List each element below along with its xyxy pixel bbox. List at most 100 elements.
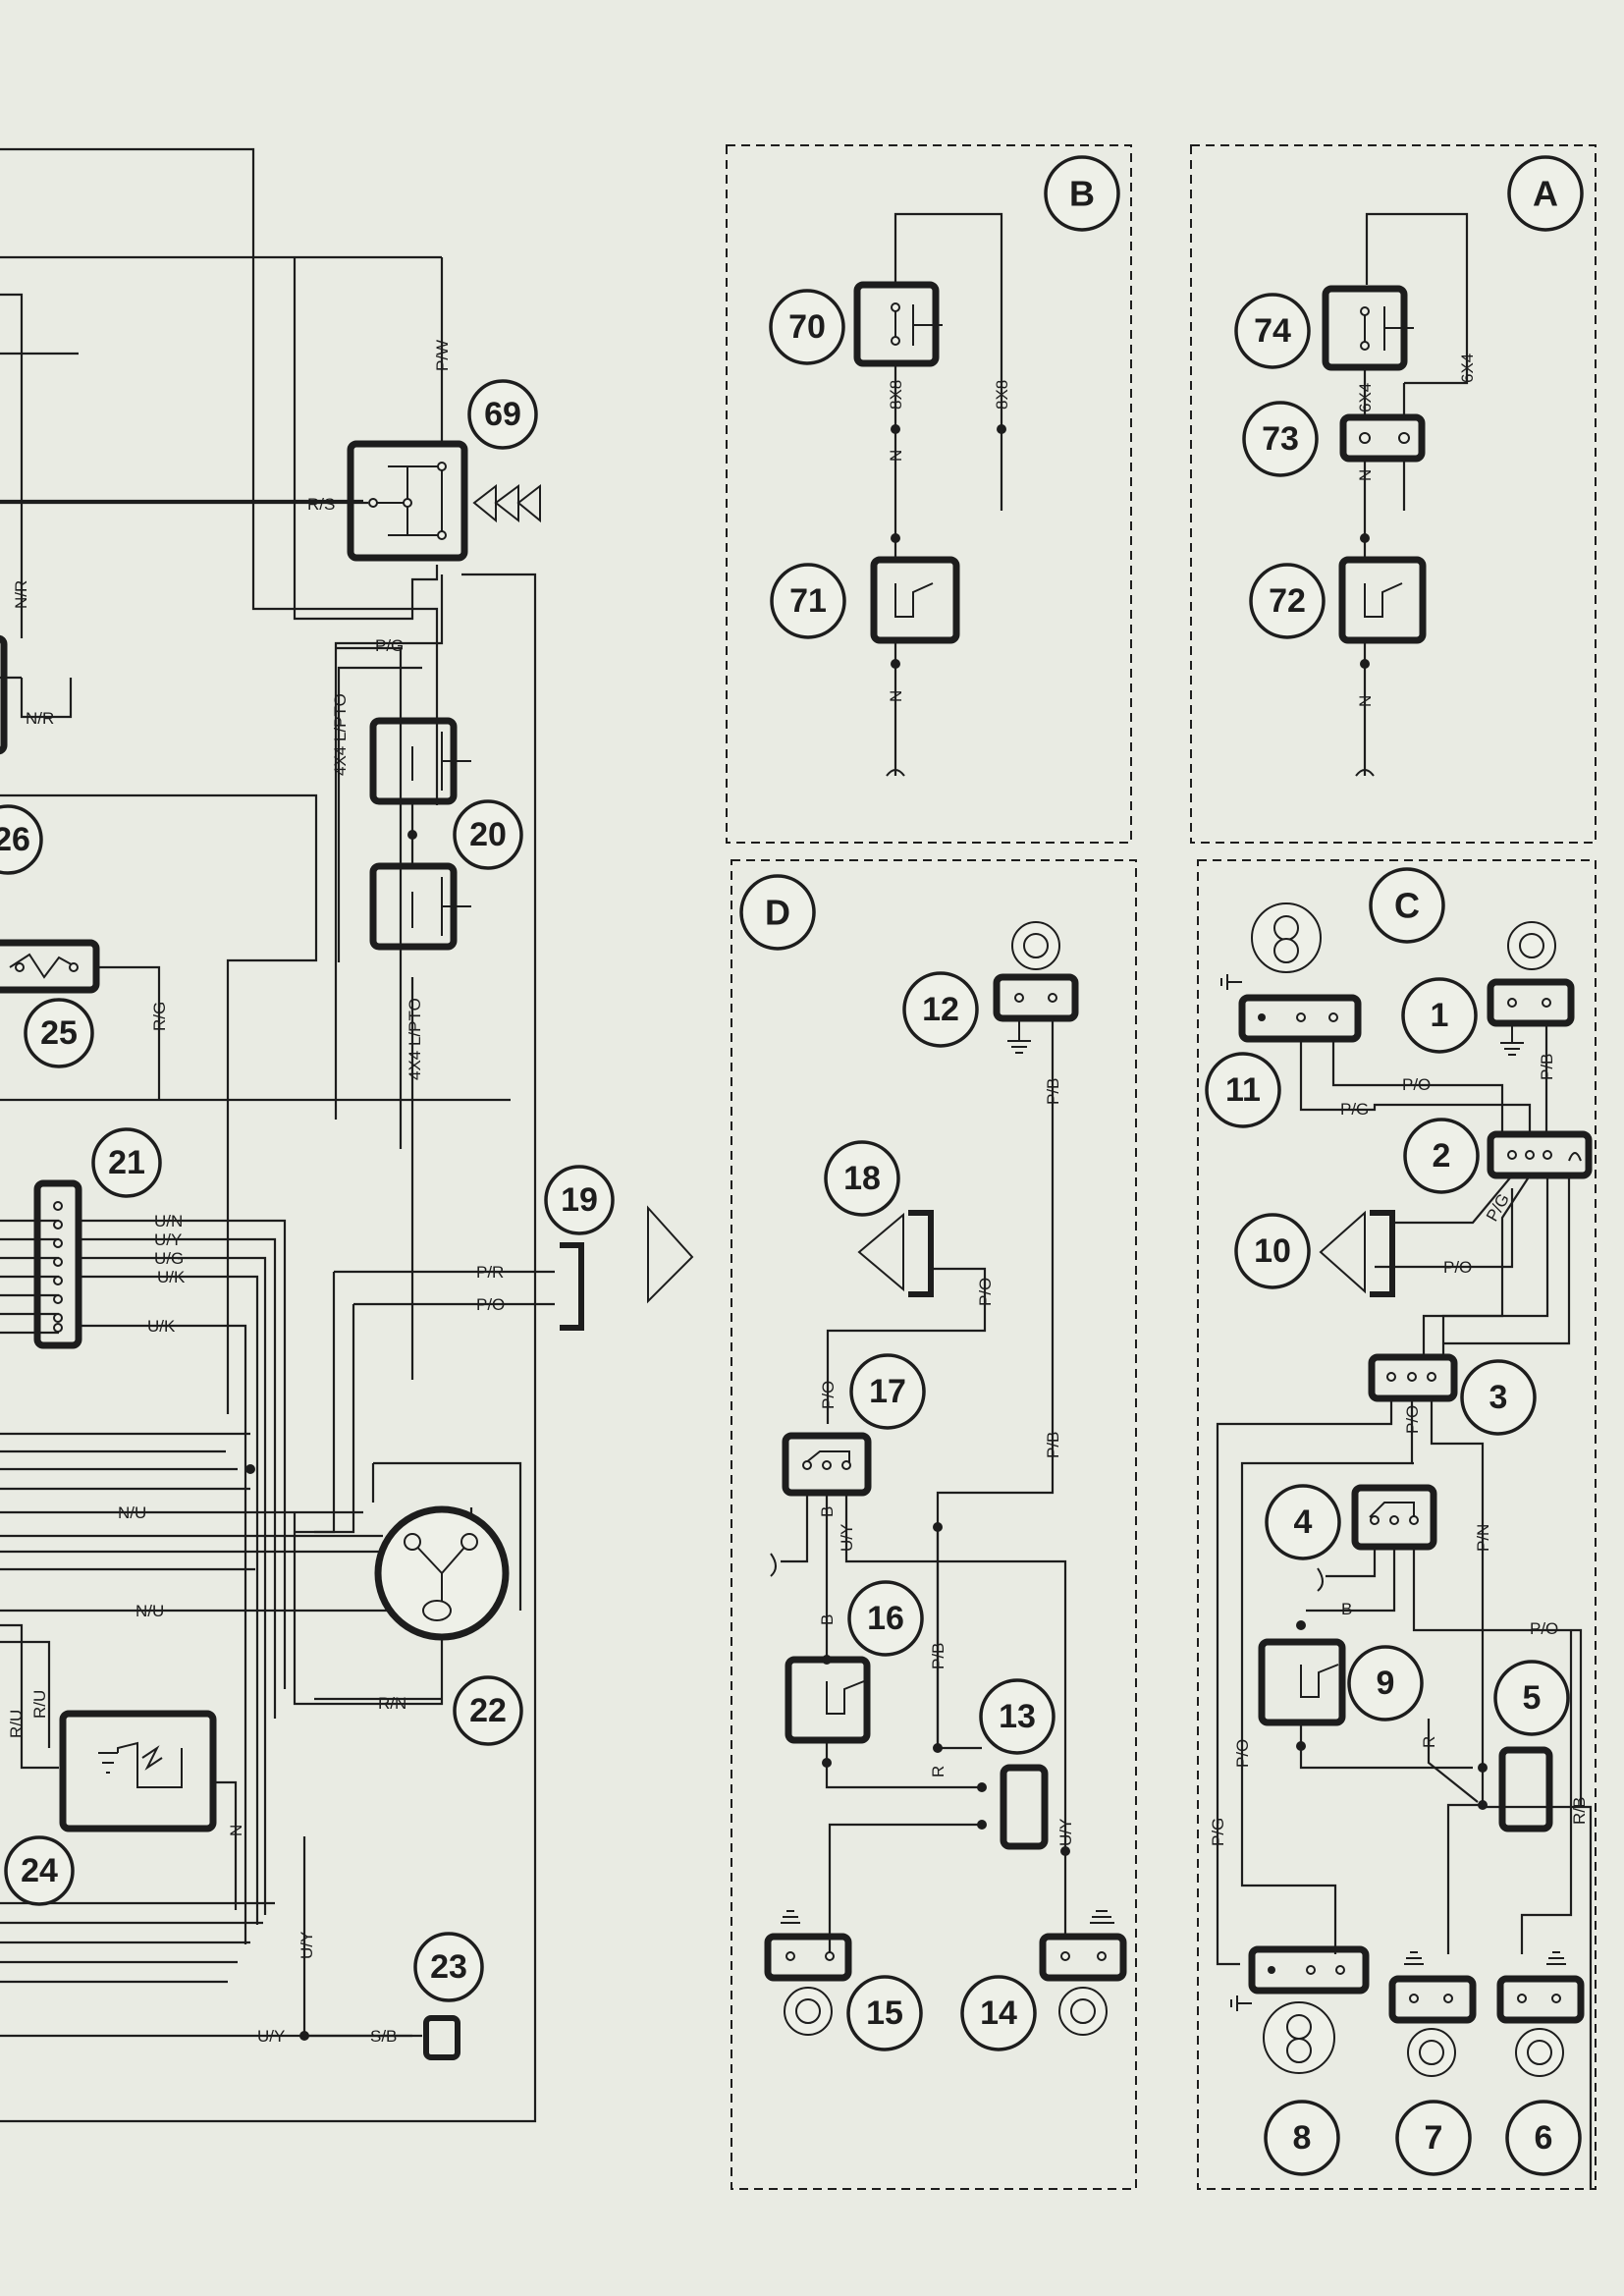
component-25: 25 bbox=[0, 939, 100, 1068]
wire-label-b-n2: N bbox=[887, 690, 905, 702]
wire-label-pw: P/W bbox=[433, 340, 452, 371]
main-harness bbox=[0, 147, 555, 2123]
wire-label-nr2: N/R bbox=[26, 709, 54, 728]
label-74: 74 bbox=[1254, 312, 1291, 350]
component-26: 26 bbox=[0, 634, 43, 875]
label-19: 19 bbox=[561, 1181, 598, 1219]
label-7: 7 bbox=[1425, 2119, 1443, 2157]
label-9: 9 bbox=[1377, 1665, 1395, 1702]
label-10: 10 bbox=[1254, 1232, 1291, 1270]
panel-d: D 12 18 17 16 bbox=[731, 859, 1137, 2190]
wire-label-po-main: P/O bbox=[476, 1295, 505, 1314]
wire-label-c-pg2: P/G bbox=[1483, 1190, 1513, 1225]
wire-label-c-po5: P/O bbox=[1233, 1739, 1252, 1768]
wire-label-a-n2: N bbox=[1356, 695, 1375, 707]
label-13: 13 bbox=[999, 1698, 1036, 1735]
wire-label-b-8x8-1: 8X8 bbox=[887, 380, 905, 410]
wire-label-4x4-top: 4X4 L/PTO bbox=[331, 693, 350, 776]
label-23: 23 bbox=[430, 1948, 467, 1986]
label-6: 6 bbox=[1535, 2119, 1553, 2157]
wire-label-c-pg1: P/G bbox=[1340, 1100, 1369, 1119]
wire-label-nu2: N/U bbox=[135, 1602, 164, 1620]
wire-label-d-pb2: P/B bbox=[1044, 1432, 1062, 1458]
label-16: 16 bbox=[867, 1600, 904, 1637]
wire-label-c-po3: P/O bbox=[1403, 1405, 1422, 1434]
wire-label-c-pb: P/B bbox=[1538, 1054, 1556, 1080]
wire-label-uy3: U/Y bbox=[257, 2027, 285, 2046]
component-20: 20 bbox=[369, 717, 523, 951]
label-26: 26 bbox=[0, 821, 30, 858]
wire-label-c-rb: R/B bbox=[1570, 1797, 1589, 1825]
label-17: 17 bbox=[869, 1373, 906, 1410]
panel-c: C 11 1 2 bbox=[1197, 859, 1597, 2190]
label-20: 20 bbox=[469, 816, 507, 853]
label-4: 4 bbox=[1294, 1503, 1313, 1541]
wire-label-4x4-bottom: 4X4 L/PTO bbox=[406, 998, 424, 1080]
panel-b: B 70 71 8X8 8X8 N N bbox=[726, 144, 1132, 844]
component-23: 23 bbox=[413, 1932, 484, 2060]
wire-label-d-r: R bbox=[929, 1766, 947, 1777]
wire-label-d-b1: B bbox=[818, 1506, 837, 1517]
wire-label-c-pn: P/N bbox=[1474, 1524, 1492, 1552]
wire-label-d-b2: B bbox=[818, 1614, 837, 1625]
label-5: 5 bbox=[1523, 1679, 1542, 1717]
label-25: 25 bbox=[40, 1014, 78, 1052]
component-22: 22 bbox=[374, 1505, 523, 1746]
wire-label-d-po1: P/O bbox=[976, 1278, 995, 1306]
label-69: 69 bbox=[484, 396, 521, 433]
wire-label-pr: P/R bbox=[476, 1263, 504, 1282]
component-69: 69 bbox=[347, 379, 541, 562]
wire-label-b-n1: N bbox=[887, 450, 905, 462]
wire-label-d-pb1: P/B bbox=[1044, 1078, 1062, 1105]
wire-label-c-b: B bbox=[1341, 1600, 1352, 1618]
wire-label-d-uy2: U/Y bbox=[1056, 1819, 1075, 1846]
wire-label-ru2: R/U bbox=[30, 1690, 49, 1719]
wire-label-c-r: R bbox=[1420, 1736, 1438, 1748]
wire-label-rn: R/N bbox=[378, 1694, 406, 1713]
wire-label-sb: S/B bbox=[370, 2027, 397, 2046]
wire-label-a-6x4-1: 6X4 bbox=[1356, 383, 1375, 412]
wire-label-rs: R/S bbox=[307, 495, 335, 514]
label-1: 1 bbox=[1431, 997, 1449, 1034]
label-71: 71 bbox=[789, 582, 827, 620]
wire-label-c-pg3: P/G bbox=[1209, 1818, 1227, 1846]
wire-label-n24: N bbox=[227, 1825, 245, 1836]
label-22: 22 bbox=[469, 1692, 507, 1729]
label-8: 8 bbox=[1293, 2119, 1312, 2157]
wire-label-c-po1: P/O bbox=[1402, 1075, 1431, 1094]
wire-label-a-n1: N bbox=[1356, 469, 1375, 481]
wire-label-nr1: N/R bbox=[12, 580, 30, 609]
wire-label-d-uy1: U/Y bbox=[838, 1524, 856, 1552]
wire-label-ug: U/G bbox=[154, 1249, 184, 1268]
wire-label-a-6x4-2: 6X4 bbox=[1458, 354, 1477, 383]
wire-label-pg-main: P/G bbox=[375, 636, 404, 655]
label-12: 12 bbox=[922, 991, 959, 1028]
main-wire-labels: P/W R/S N/R N/R P/G 4X4 L/PTO 4X4 L/PTO … bbox=[7, 340, 505, 2046]
wire-label-d-pb3: P/B bbox=[929, 1643, 947, 1669]
wire-label-d-po2: P/O bbox=[819, 1381, 838, 1409]
panel-d-letter: D bbox=[765, 893, 790, 933]
label-14: 14 bbox=[980, 1995, 1017, 2032]
wire-label-uk1: U/K bbox=[157, 1268, 186, 1286]
label-18: 18 bbox=[843, 1160, 881, 1197]
component-24: 24 bbox=[4, 1710, 217, 1906]
wire-label-c-po2: P/O bbox=[1443, 1258, 1472, 1277]
wire-label-b-8x8-2: 8X8 bbox=[993, 380, 1011, 410]
panel-b-letter: B bbox=[1069, 174, 1095, 214]
label-21: 21 bbox=[108, 1144, 145, 1181]
wire-label-uk2: U/K bbox=[147, 1317, 176, 1336]
label-3: 3 bbox=[1489, 1379, 1508, 1416]
wire-label-uy2: U/Y bbox=[298, 1932, 316, 1959]
panel-c-letter: C bbox=[1394, 886, 1420, 926]
panel-a-letter: A bbox=[1533, 174, 1558, 214]
panel-a: A 74 73 72 6X4 6X4 N N bbox=[1190, 144, 1597, 844]
wire-label-ru1: R/U bbox=[7, 1710, 26, 1738]
label-70: 70 bbox=[788, 308, 826, 346]
wire-label-c-po4: P/O bbox=[1530, 1619, 1558, 1638]
wire-label-nu1: N/U bbox=[118, 1503, 146, 1522]
component-21: 21 bbox=[33, 1127, 162, 1349]
component-19: 19 bbox=[544, 1165, 694, 1331]
wire-label-uy1: U/Y bbox=[154, 1230, 182, 1249]
label-72: 72 bbox=[1269, 582, 1306, 620]
